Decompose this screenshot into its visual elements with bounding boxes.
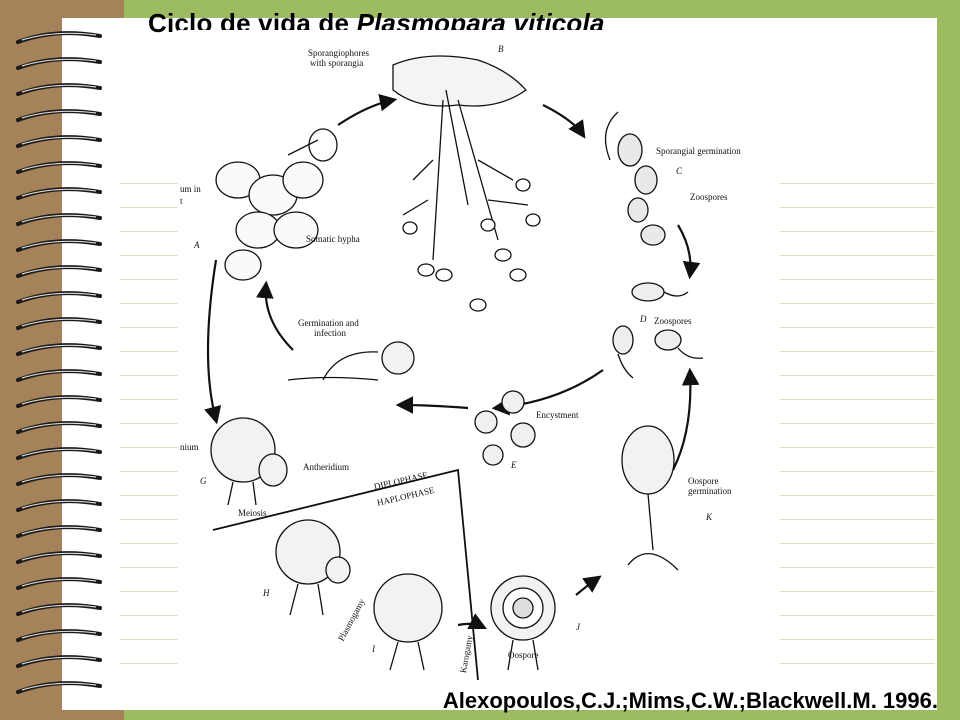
stage-letter-j: J bbox=[576, 622, 580, 632]
label-partial-cut-3: nium bbox=[180, 442, 199, 452]
stage-letter-a: A bbox=[194, 240, 200, 250]
leaf-tissue-drawing bbox=[215, 128, 338, 281]
spiral-ring-highlight bbox=[21, 318, 97, 327]
zoospores-drawing bbox=[612, 282, 704, 379]
label-somatic-hypha: Somatic hypha bbox=[306, 234, 360, 244]
encystment-drawing bbox=[474, 390, 536, 466]
label-oospore: Oospore bbox=[508, 650, 539, 660]
spiral-ring-highlight bbox=[21, 500, 97, 509]
arrow-c-to-d bbox=[677, 224, 701, 280]
spiral-ring-highlight bbox=[21, 240, 97, 249]
label-partial-cut-1: um in bbox=[180, 184, 201, 194]
gametangia-drawing bbox=[210, 417, 679, 671]
spiral-ring-highlight bbox=[21, 58, 97, 67]
spiral-ring-highlight bbox=[21, 422, 97, 431]
spiral-ring-highlight bbox=[21, 370, 97, 379]
spiral-ring-highlight bbox=[21, 214, 97, 223]
citation: Alexopoulos,C.J.;Mims,C.W.;Blackwell.M. … bbox=[442, 688, 938, 713]
stage-letter-g: G bbox=[200, 476, 207, 486]
spiral-ring-highlight bbox=[21, 188, 97, 197]
label-antheridium: Antheridium bbox=[303, 462, 349, 472]
stage-letter-b: B bbox=[498, 44, 504, 54]
cycle-arrows bbox=[204, 93, 701, 629]
diplo-haplo-boundary bbox=[212, 468, 479, 681]
arrow-j-to-k bbox=[575, 575, 602, 596]
infection-drawing bbox=[287, 341, 415, 381]
label-partial-cut-2: t bbox=[180, 196, 183, 206]
arrow-e-to-infection bbox=[395, 396, 469, 414]
spiral-ring-highlight bbox=[21, 32, 97, 41]
spiral-ring-highlight bbox=[21, 656, 97, 665]
label-encystment: Encystment bbox=[536, 410, 579, 420]
spiral-ring-highlight bbox=[21, 526, 97, 535]
spiral-ring-highlight bbox=[21, 136, 97, 145]
arrow-b-to-c bbox=[542, 104, 586, 139]
label-infection: infection bbox=[314, 328, 346, 338]
spiral-ring-highlight bbox=[21, 84, 97, 93]
label-sporangial-germination: Sporangial germination bbox=[656, 146, 741, 156]
spiral-ring-highlight bbox=[21, 448, 97, 457]
arrow-a-to-b bbox=[337, 93, 398, 126]
arrow-infection-to-a bbox=[256, 280, 294, 351]
life-cycle-figure: Sporangiophores with sporangia B Sporang… bbox=[178, 30, 780, 685]
label-oospore-germination-2: germination bbox=[688, 486, 732, 496]
spiral-ring-highlight bbox=[21, 344, 97, 353]
stage-letter-d: D bbox=[640, 314, 647, 324]
label-zoospores-d: Zoospores bbox=[654, 316, 692, 326]
spiral-ring-highlight bbox=[21, 266, 97, 275]
spiral-ring-highlight bbox=[21, 552, 97, 561]
spiral-ring-highlight bbox=[21, 474, 97, 483]
stage-letter-k: K bbox=[706, 512, 713, 522]
spiral-ring-highlight bbox=[21, 630, 97, 639]
label-sporangiophores: Sporangiophores bbox=[308, 48, 369, 58]
arrow-a-to-g bbox=[204, 259, 222, 425]
label-with-sporangia: with sporangia bbox=[310, 58, 364, 68]
stage-letter-e: E bbox=[511, 460, 517, 470]
spiral-rings bbox=[16, 31, 102, 694]
spiral-ring-highlight bbox=[21, 578, 97, 587]
label-zoospores-c: Zoospores bbox=[690, 192, 728, 202]
spiral-ring-highlight bbox=[21, 604, 97, 613]
spiral-ring-highlight bbox=[21, 682, 97, 691]
spiral-ring-highlight bbox=[21, 162, 97, 171]
label-meiosis: Meiosis bbox=[238, 508, 267, 518]
life-cycle-drawing bbox=[204, 55, 704, 681]
stage-letter-h: H bbox=[263, 588, 270, 598]
spiral-ring-highlight bbox=[21, 396, 97, 405]
stage-letter-i: I bbox=[372, 644, 375, 654]
spiral-ring-highlight bbox=[21, 292, 97, 301]
sporangiophores-drawing bbox=[392, 55, 541, 312]
label-oospore-germination-1: Oospore bbox=[688, 476, 719, 486]
arrow-k-to-d bbox=[672, 367, 700, 471]
label-germination: Germination and bbox=[298, 318, 359, 328]
spiral-ring-highlight bbox=[21, 110, 97, 119]
arrow-i-to-j bbox=[457, 613, 487, 629]
sporangial-germination-drawing bbox=[604, 111, 666, 246]
stage-letter-c: C bbox=[676, 166, 683, 176]
